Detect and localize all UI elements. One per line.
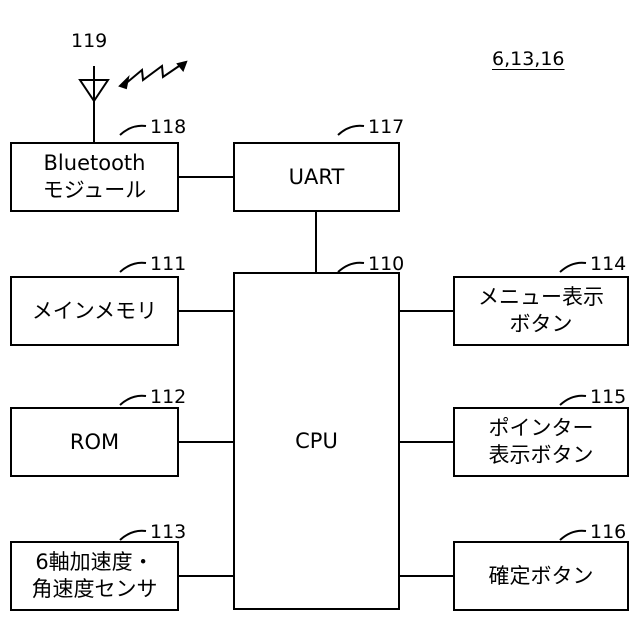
main-memory-ref: 111 [150,253,186,275]
confirm-button-block: 確定ボタン [453,541,629,611]
pointer-display-button-label: ポインター 表示ボタン [489,415,594,469]
antenna-icon [80,66,108,142]
pointer-display-button-block: ポインター 表示ボタン [453,407,629,477]
rom-block: ROM [10,407,179,477]
bluetooth-module-label: Bluetooth モジュール [43,150,147,204]
sensor-label: 6軸加速度・ 角速度センサ [32,549,158,603]
pointer-button-ref: 115 [590,386,626,408]
menu-display-button-block: メニュー表示 ボタン [453,276,629,346]
uart-label: UART [289,164,345,191]
bluetooth-module-block: Bluetooth モジュール [10,142,179,212]
cpu-label: CPU [295,428,338,455]
antenna-ref: 119 [71,30,107,52]
rom-label: ROM [70,429,119,456]
uart-block: UART [233,142,400,212]
confirm-button-ref: 116 [590,521,626,543]
main-memory-label: メインメモリ [32,298,157,325]
bluetooth-ref: 118 [150,116,186,138]
menu-button-ref: 114 [590,253,626,275]
menu-display-button-label: メニュー表示 ボタン [478,284,604,338]
sensor-ref: 113 [150,521,186,543]
main-memory-block: メインメモリ [10,276,179,346]
wireless-signal-icon [120,62,186,88]
uart-ref: 117 [368,116,404,138]
sensor-block: 6軸加速度・ 角速度センサ [10,541,179,611]
confirm-button-label: 確定ボタン [489,563,594,590]
figure-reference: 6,13,16 [492,48,565,70]
cpu-block: CPU [233,272,400,610]
rom-ref: 112 [150,386,186,408]
